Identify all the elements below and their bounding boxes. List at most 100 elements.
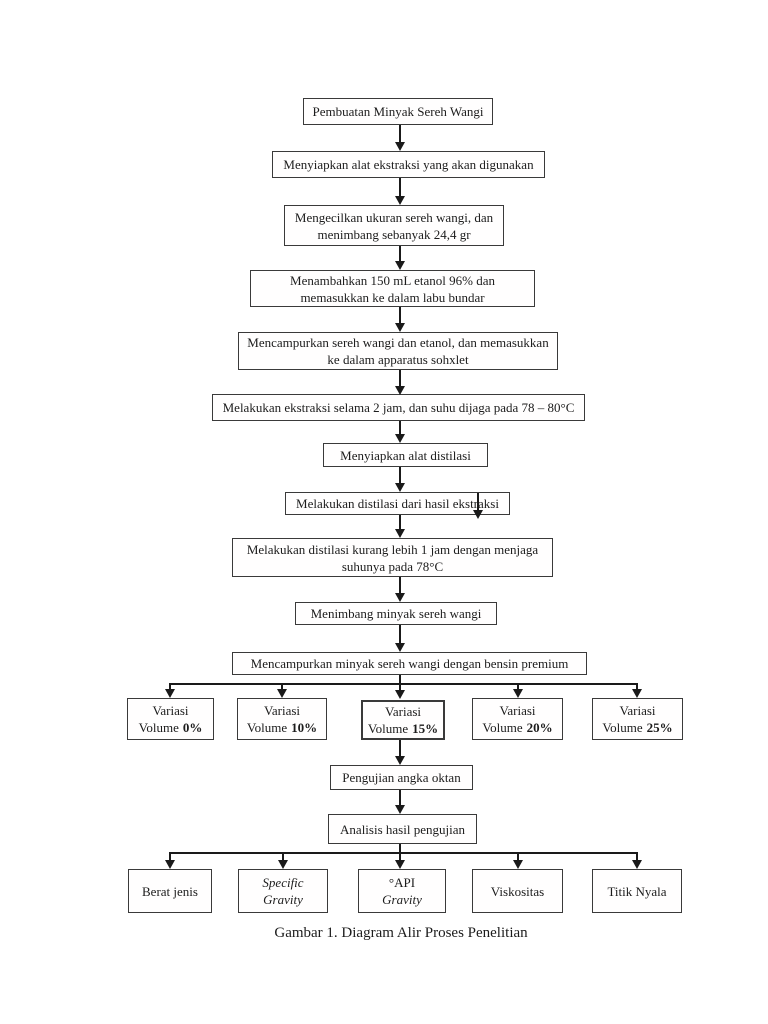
output-label: Berat jenis	[142, 883, 198, 899]
arrow-shaft	[399, 625, 401, 644]
flow-step-label: memasukkan ke dalam labu bundar	[300, 289, 485, 305]
arrow-down-icon	[395, 323, 405, 332]
branch-connector-line	[170, 683, 638, 685]
flow-step-label: Menambahkan 150 mL etanol 96% dan	[290, 272, 495, 288]
flow-step-distilasi-1-jam: Melakukan distilasi kurang lebih 1 jam d…	[232, 538, 553, 577]
output-box-berat-jenis: Berat jenis	[128, 869, 212, 913]
arrow-down-icon	[165, 860, 175, 869]
figure-caption: Gambar 1. Diagram Alir Proses Penelitian	[274, 925, 528, 941]
arrow-shaft	[169, 852, 171, 861]
arrow-shaft	[399, 515, 401, 530]
variation-label: Variasi	[619, 703, 656, 718]
flow-step-mengecilkan-ukuran: Mengecilkan ukuran sereh wangi, dan meni…	[284, 205, 504, 246]
arrow-down-icon	[395, 643, 405, 652]
flow-step-label: suhunya pada 78°C	[341, 558, 444, 574]
flow-step-label: Melakukan ekstraksi selama 2 jam, dan su…	[222, 400, 575, 415]
output-box-specific-gravity: Specific Gravity	[238, 869, 328, 913]
stray-arrow-shaft	[477, 493, 479, 511]
arrow-shaft	[169, 683, 171, 690]
flow-step-label: Menimbang minyak sereh wangi	[310, 606, 482, 621]
flow-step-label: Mengecilkan ukuran sereh wangi, dan	[294, 209, 494, 225]
output-box-viskositas: Viskositas	[472, 869, 563, 913]
arrow-down-icon	[395, 756, 405, 765]
arrow-shaft	[399, 577, 401, 594]
flow-step-label: Pembuatan Minyak Sereh Wangi	[312, 104, 484, 119]
branch-connector-line	[170, 852, 638, 854]
flow-step-label: Analisis hasil pengujian	[340, 821, 465, 837]
flow-step-label: Menyiapkan alat distilasi	[340, 447, 471, 463]
output-label: Specific	[262, 875, 304, 890]
arrow-shaft	[399, 467, 401, 484]
arrow-shaft	[399, 852, 401, 861]
arrow-down-icon	[395, 261, 405, 270]
output-label: Titik Nyala	[607, 883, 667, 899]
arrow-shaft	[399, 370, 401, 387]
flow-step-pengujian-oktan: Pengujian angka oktan	[330, 765, 473, 790]
flow-step-melakukan-distilasi: Melakukan distilasi dari hasil ekstraksi	[285, 492, 510, 515]
arrow-shaft	[281, 683, 283, 690]
arrow-shaft	[399, 844, 401, 853]
arrow-shaft	[399, 178, 401, 197]
flow-step-melakukan-ekstraksi: Melakukan ekstraksi selama 2 jam, dan su…	[212, 394, 585, 421]
flow-step-mencampurkan-bensin: Mencampurkan minyak sereh wangi dengan b…	[232, 652, 587, 675]
arrow-shaft	[282, 852, 284, 861]
arrow-down-icon	[632, 860, 642, 869]
output-label: °API	[388, 875, 416, 890]
arrow-down-icon	[513, 860, 523, 869]
flow-step-label: Mencampurkan sereh wangi dan etanol, dan…	[247, 335, 549, 350]
arrow-shaft	[399, 675, 401, 684]
flow-step-label: Mencampurkan minyak sereh wangi dengan b…	[250, 656, 569, 671]
arrow-down-icon	[395, 196, 405, 205]
arrow-down-icon	[395, 142, 405, 151]
arrow-down-icon	[395, 483, 405, 492]
arrow-down-icon	[395, 593, 405, 602]
arrow-shaft	[399, 125, 401, 143]
arrow-down-icon	[395, 690, 405, 699]
arrow-down-icon	[278, 860, 288, 869]
output-box-api-gravity: °API Gravity	[358, 869, 446, 913]
flow-step-label: Melakukan distilasi dari hasil ekstraksi	[296, 496, 499, 511]
flow-step-menimbang-minyak: Menimbang minyak sereh wangi	[295, 602, 497, 625]
arrow-down-icon	[513, 689, 523, 698]
arrow-shaft	[399, 421, 401, 435]
arrow-down-icon	[395, 529, 405, 538]
flow-step-label: Melakukan distilasi kurang lebih 1 jam d…	[246, 541, 539, 557]
arrow-shaft	[399, 307, 401, 324]
arrow-shaft	[517, 683, 519, 690]
arrow-shaft	[399, 246, 401, 262]
output-label: Viskositas	[490, 883, 545, 899]
arrow-shaft	[399, 740, 401, 757]
flow-step-label: menimbang sebanyak 24,4 gr	[317, 226, 471, 242]
flow-step-menyiapkan-alat-distilasi: Menyiapkan alat distilasi	[323, 443, 488, 467]
output-label: Gravity	[382, 892, 422, 907]
variation-label: Variasi	[384, 704, 422, 719]
variation-label: Variasi	[263, 703, 301, 718]
arrow-down-icon	[395, 386, 405, 395]
flow-step-label: Pengujian angka oktan	[342, 770, 461, 785]
flow-step-analisis-hasil: Analisis hasil pengujian	[328, 814, 477, 844]
variation-label: Variasi	[499, 703, 536, 718]
flow-step-label: Menyiapkan alat ekstraksi yang akan digu…	[283, 157, 534, 172]
output-label: Gravity	[263, 892, 303, 907]
arrow-shaft	[636, 683, 638, 690]
arrow-down-icon	[165, 689, 175, 698]
flow-step-menambahkan-etanol: Menambahkan 150 mL etanol 96% dan memasu…	[250, 270, 535, 307]
output-box-titik-nyala: Titik Nyala	[592, 869, 682, 913]
arrow-down-icon	[395, 860, 405, 869]
variation-label: Variasi	[152, 703, 189, 718]
arrow-down-icon	[395, 805, 405, 814]
arrow-shaft	[517, 852, 519, 861]
arrow-down-icon	[632, 689, 642, 698]
flow-step-menyiapkan-alat-ekstraksi: Menyiapkan alat ekstraksi yang akan digu…	[272, 151, 545, 178]
